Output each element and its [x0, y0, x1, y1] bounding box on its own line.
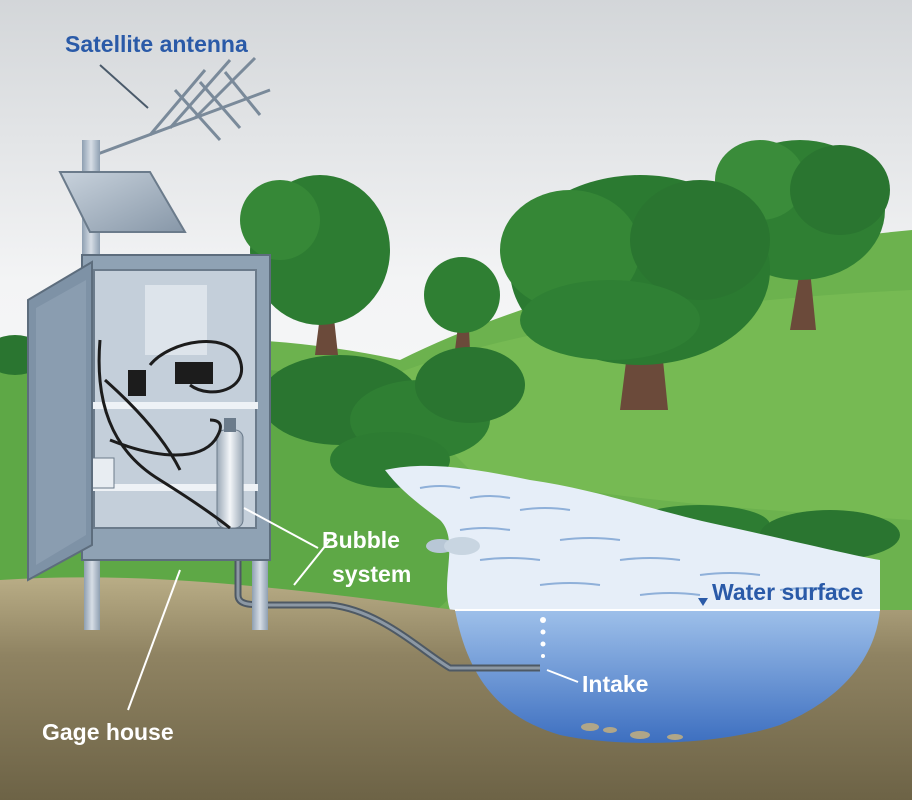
gage-house-leg-right	[252, 555, 268, 630]
stream-rocks	[426, 537, 480, 555]
water-pool	[455, 610, 880, 743]
label-gage-house: Gage house	[42, 719, 174, 745]
stream-ripples	[419, 485, 841, 596]
label-intake: Intake	[582, 671, 648, 697]
label-water-surface: Water surface	[712, 579, 863, 605]
label-satellite-antenna: Satellite antenna	[65, 31, 248, 57]
pointer-lines	[99, 64, 579, 711]
tree-group-mid	[240, 175, 500, 355]
label-bubble-line2: system	[332, 561, 411, 587]
tree-group-right	[500, 140, 890, 410]
bubbles	[540, 617, 546, 658]
gage-house	[27, 254, 271, 582]
label-bubble-line1: Bubble	[322, 527, 400, 553]
solar-panel	[58, 171, 187, 233]
pool-stones	[581, 723, 683, 740]
water-surface-marker-icon	[698, 598, 708, 606]
gage-house-leg-left	[84, 555, 100, 630]
satellite-antenna-icon	[94, 56, 271, 157]
